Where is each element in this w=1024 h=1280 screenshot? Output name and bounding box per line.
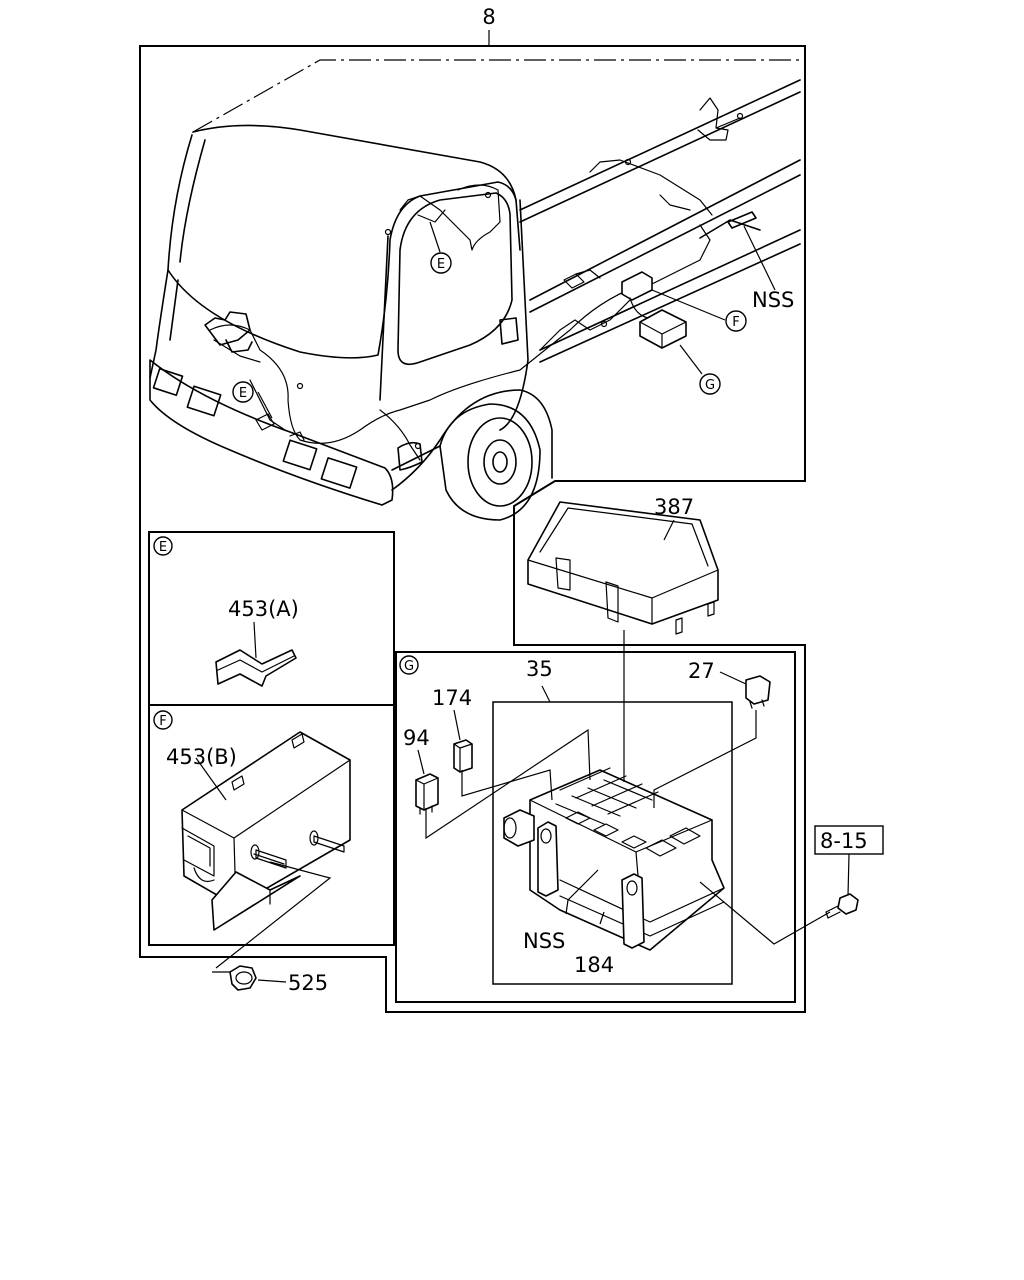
label-protector-453b: 453(B)	[166, 745, 237, 769]
panel-g-callout-label: G	[404, 659, 414, 674]
callout-g-label: G	[705, 378, 715, 393]
callout-e-label: E	[437, 257, 445, 272]
label-fuse-27: 27	[688, 659, 715, 683]
truck-callouts: E E F G	[232, 221, 776, 419]
label-bolt-8-15: 8-15	[820, 829, 868, 853]
callout-e2-label: E	[239, 386, 247, 401]
callout-g-circle	[699, 373, 721, 395]
label-cover-387: 387	[654, 495, 694, 519]
label-relay-94: 94	[403, 726, 430, 750]
nut-525	[229, 965, 287, 991]
bolt-8-15	[814, 825, 884, 919]
label-nss-top: NSS	[752, 288, 794, 312]
label-main-8: 8	[482, 5, 495, 29]
label-fusebox-35: 35	[526, 657, 553, 681]
label-nss-bottom: NSS	[523, 929, 565, 953]
label-protector-453a: 453(A)	[228, 597, 299, 621]
truck-illustration	[149, 59, 805, 521]
main-frame	[139, 30, 806, 1013]
panel-e-callout-label: E	[159, 540, 167, 555]
panel-g: G	[395, 630, 831, 1003]
callout-f-circle	[725, 310, 747, 332]
callout-f-label: F	[732, 315, 739, 330]
cover-387	[527, 501, 719, 635]
part-labels: 8 NSS 387 35 27 174 94 8-15 NSS 184 525 …	[166, 5, 868, 995]
label-fusebox-184: 184	[574, 953, 614, 977]
label-relay-174: 174	[432, 686, 472, 710]
callout-e2-circle	[232, 381, 254, 403]
panel-f-callout-label: F	[159, 714, 166, 729]
label-nut-525: 525	[288, 971, 328, 995]
panel-f: F	[148, 704, 395, 946]
callout-e-circle	[430, 252, 452, 274]
